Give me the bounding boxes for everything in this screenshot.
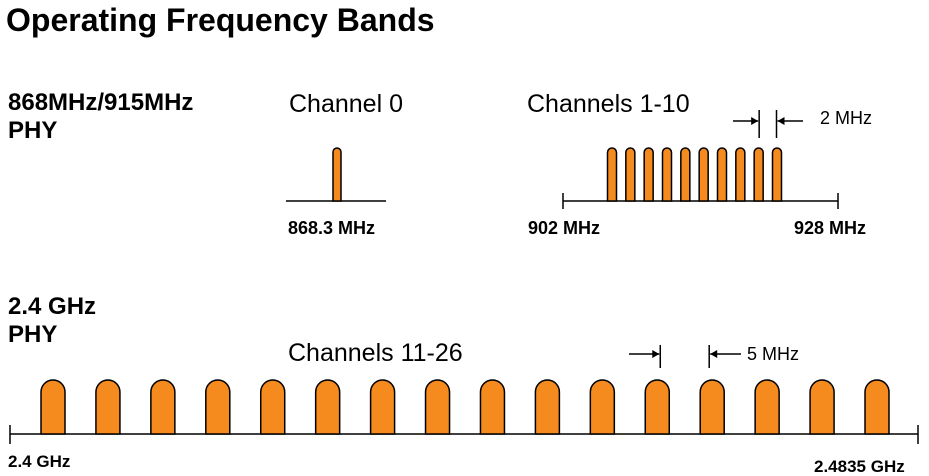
- channel-16-pulse: [314, 379, 341, 435]
- channels-1-10-label: Channels 1-10: [527, 90, 690, 118]
- channel-2-pulse: [625, 147, 636, 202]
- channel-21-pulse: [589, 379, 616, 435]
- channel-19-pulse: [479, 379, 506, 435]
- spacing-2mhz-right-arrowhead: [777, 117, 785, 125]
- freq-902-label: 902 MHz: [528, 218, 601, 238]
- channel-24-pulse: [754, 379, 780, 435]
- channel-0-group: [286, 147, 386, 202]
- channels-11-26-label: Channels 11-26: [288, 339, 463, 367]
- channel-18-pulse: [424, 379, 451, 435]
- phy-2-4-line1: 2.4 GHz: [8, 293, 97, 320]
- channel-1-pulse: [606, 147, 618, 202]
- channel-14-pulse: [205, 379, 231, 435]
- channel-0-pulse: [332, 147, 342, 202]
- channels-11-26-group: [9, 345, 919, 444]
- phy-868-915-label: 868MHz/915MHz PHY: [8, 89, 193, 145]
- phy-2-4-line2: PHY: [8, 321, 58, 348]
- channel-17-pulse: [369, 379, 396, 435]
- channel-6-pulse: [698, 147, 709, 202]
- spacing-5mhz-label: 5 MHz: [747, 344, 800, 364]
- channel-13-pulse: [150, 379, 176, 435]
- channel-9-pulse: [753, 147, 764, 202]
- channel-11-pulse: [40, 379, 66, 435]
- channel-3-pulse: [643, 147, 654, 202]
- channel-4-pulse: [661, 147, 673, 202]
- channel-26-pulse: [864, 379, 890, 435]
- phy-868-915-line1: 868MHz/915MHz: [8, 89, 194, 116]
- freq-868-3-label: 868.3 MHz: [288, 218, 376, 238]
- channel-8-pulse: [735, 147, 746, 202]
- channel-22-pulse: [644, 379, 671, 435]
- phy-2-4-label: 2.4 GHz PHY: [8, 293, 96, 349]
- page-title: Operating Frequency Bands: [6, 2, 435, 38]
- phy-868-915-line2: PHY: [8, 117, 58, 144]
- channel-10-pulse: [771, 147, 783, 202]
- spacing-2mhz-left-arrowhead: [751, 117, 759, 125]
- channel-25-pulse: [809, 379, 835, 435]
- freq-2-4835ghz-label: 2.4835 GHz: [814, 457, 905, 476]
- channels-1-10-group: [562, 110, 839, 209]
- channel-20-pulse: [534, 379, 561, 435]
- channel-12-pulse: [95, 379, 121, 435]
- spacing-5mhz-left-arrowhead: [652, 350, 660, 358]
- freq-928-label: 928 MHz: [794, 218, 867, 238]
- spacing-2mhz-label: 2 MHz: [820, 108, 873, 128]
- channel-7-pulse: [716, 147, 728, 202]
- channel-15-pulse: [259, 379, 286, 435]
- channel-5-pulse: [680, 147, 691, 202]
- spacing-5mhz-right-arrowhead: [710, 350, 718, 358]
- freq-2-4ghz-label: 2.4 GHz: [8, 452, 71, 471]
- channel-23-pulse: [699, 379, 725, 435]
- channel-0-label: Channel 0: [289, 90, 403, 118]
